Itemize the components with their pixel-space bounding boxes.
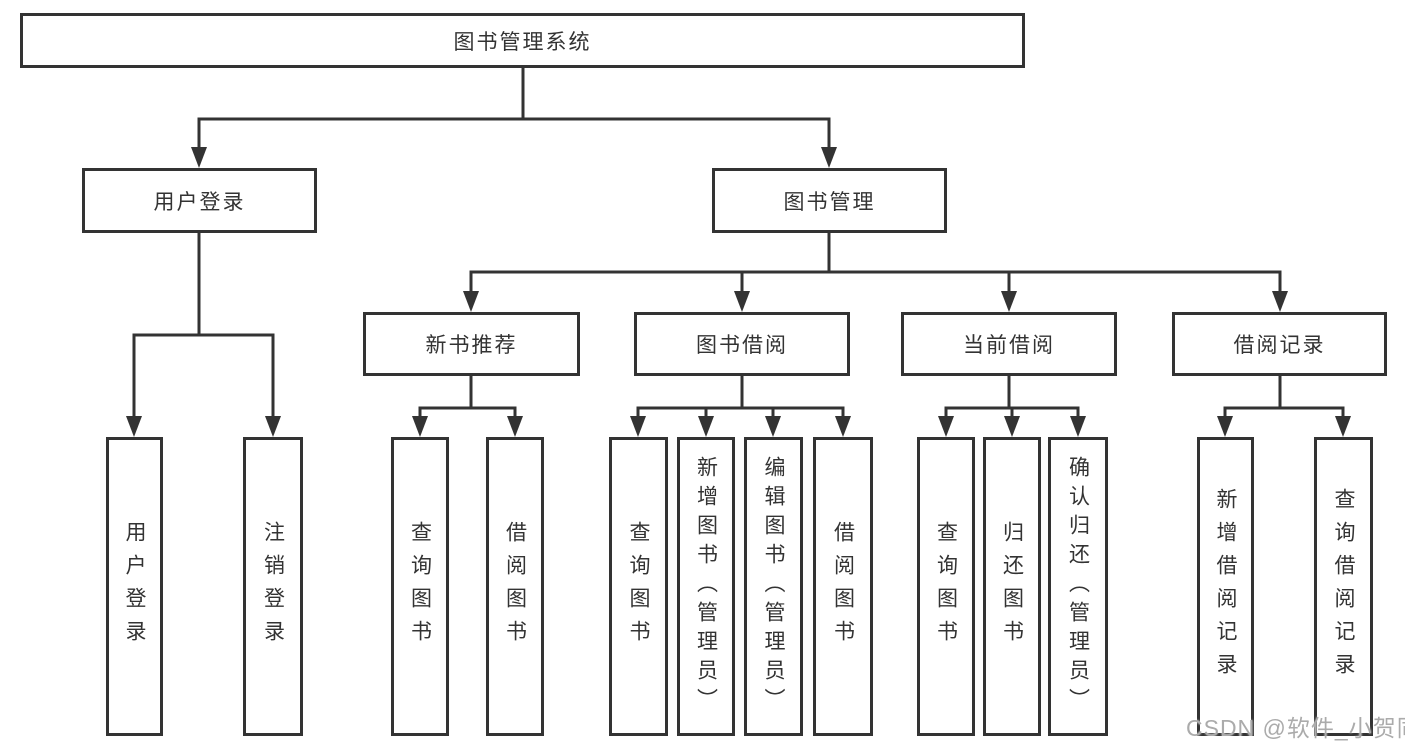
node-label: 图书管理系统 — [453, 30, 592, 54]
node-book-borrow: 图书借阅 — [634, 312, 850, 376]
node-label: 新增图书（管理员） — [694, 456, 718, 717]
node-library-system: 图书管理系统 — [20, 13, 1025, 68]
leaf-confirm-return-admin: 确认归还（管理员） — [1048, 437, 1108, 736]
leaf-add-books-admin: 新增图书（管理员） — [677, 437, 735, 736]
node-label: 查询图书 — [934, 520, 958, 653]
node-label: 新增借阅记录 — [1214, 487, 1237, 686]
node-label: 查询图书 — [408, 520, 432, 653]
node-label: 确认归还（管理员） — [1066, 456, 1090, 717]
node-label: 新书推荐 — [425, 334, 518, 357]
node-label: 图书借阅 — [696, 334, 788, 357]
node-label: 借阅记录 — [1233, 334, 1326, 357]
node-label: 编辑图书（管理员） — [762, 456, 785, 717]
node-label: 当前借阅 — [963, 334, 1055, 357]
leaf-query-borrow-record: 查询借阅记录 — [1314, 437, 1373, 736]
leaf-borrow-books-recommend: 借阅图书 — [486, 437, 544, 736]
leaf-user-login: 用户登录 — [106, 437, 163, 736]
node-label: 用户登录 — [123, 520, 146, 653]
leaf-query-books-recommend: 查询图书 — [391, 437, 449, 736]
node-user-login: 用户登录 — [82, 168, 317, 233]
node-label: 查询图书 — [627, 520, 650, 653]
node-borrow-records: 借阅记录 — [1172, 312, 1387, 376]
leaf-add-borrow-record: 新增借阅记录 — [1197, 437, 1254, 736]
leaf-query-books-current: 查询图书 — [917, 437, 975, 736]
node-label: 注销登录 — [261, 520, 285, 653]
leaf-borrow-books: 借阅图书 — [813, 437, 873, 736]
node-label: 借阅图书 — [831, 520, 855, 653]
leaf-edit-books-admin: 编辑图书（管理员） — [744, 437, 803, 736]
leaf-return-books: 归还图书 — [983, 437, 1041, 736]
node-label: 图书管理 — [783, 190, 876, 214]
node-label: 查询借阅记录 — [1332, 487, 1355, 686]
leaf-logout: 注销登录 — [243, 437, 303, 736]
node-current-borrow: 当前借阅 — [901, 312, 1117, 376]
leaf-query-books-borrow: 查询图书 — [609, 437, 668, 736]
node-new-book-recommend: 新书推荐 — [363, 312, 580, 376]
csdn-watermark: CSDN @软件_小贺同学 — [1186, 715, 1405, 741]
node-label: 归还图书 — [1000, 520, 1024, 653]
node-label: 借阅图书 — [503, 520, 527, 653]
node-label: 用户登录 — [153, 190, 246, 214]
node-book-management: 图书管理 — [712, 168, 947, 233]
